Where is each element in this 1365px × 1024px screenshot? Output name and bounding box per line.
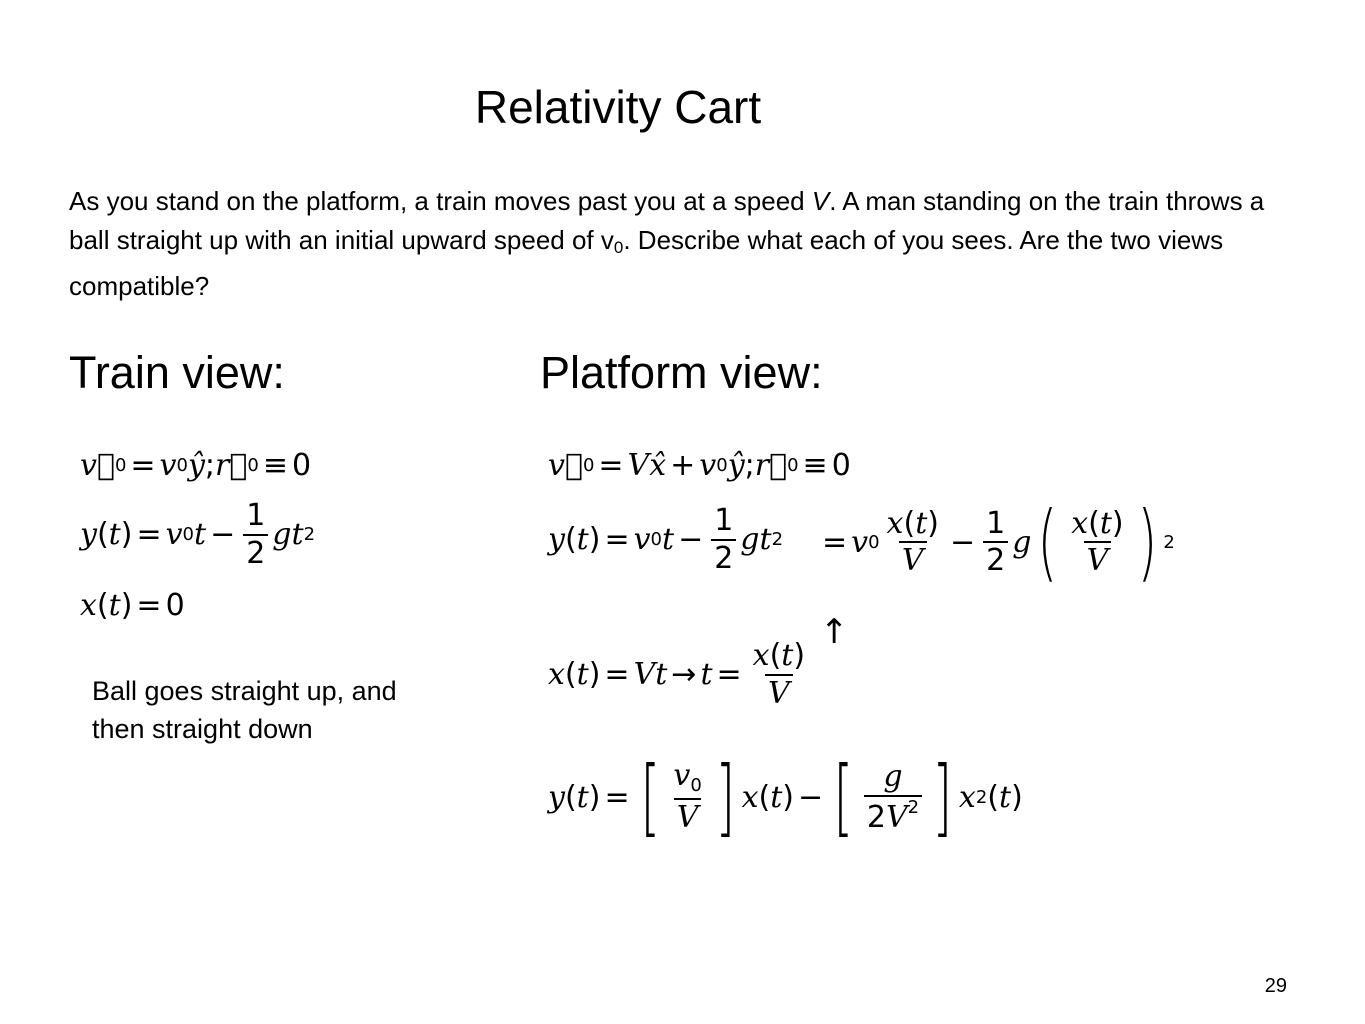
slide-title: Relativity Cart [474, 81, 762, 133]
initial-speed-subscript: 0 [613, 238, 624, 257]
train-view-heading: Train view: [69, 347, 285, 398]
problem-part1: As you stand on the platform, a train mo… [69, 186, 812, 216]
platform-view-heading: Platform view: [540, 347, 823, 398]
problem-part3: . Describe what each of you sees. Are th… [69, 225, 1224, 301]
platform-x-equation: x(t)=Vt→t= x(t)V [548, 638, 806, 711]
problem-statement: As you stand on the platform, a train mo… [69, 182, 1309, 306]
train-x-equation: x(t)=0 [80, 588, 185, 623]
train-note-line-1: Ball goes straight up, and [92, 676, 397, 706]
page-number: 29 [1264, 975, 1287, 997]
train-note-line-2: then straight down [92, 714, 313, 744]
train-view-note: Ball goes straight up, and then straight… [92, 672, 397, 748]
problem-part2: . A man standing on the train throws a b… [69, 186, 1265, 255]
speed-symbol: V [811, 186, 830, 216]
up-arrow-icon: ↑ [820, 612, 849, 652]
